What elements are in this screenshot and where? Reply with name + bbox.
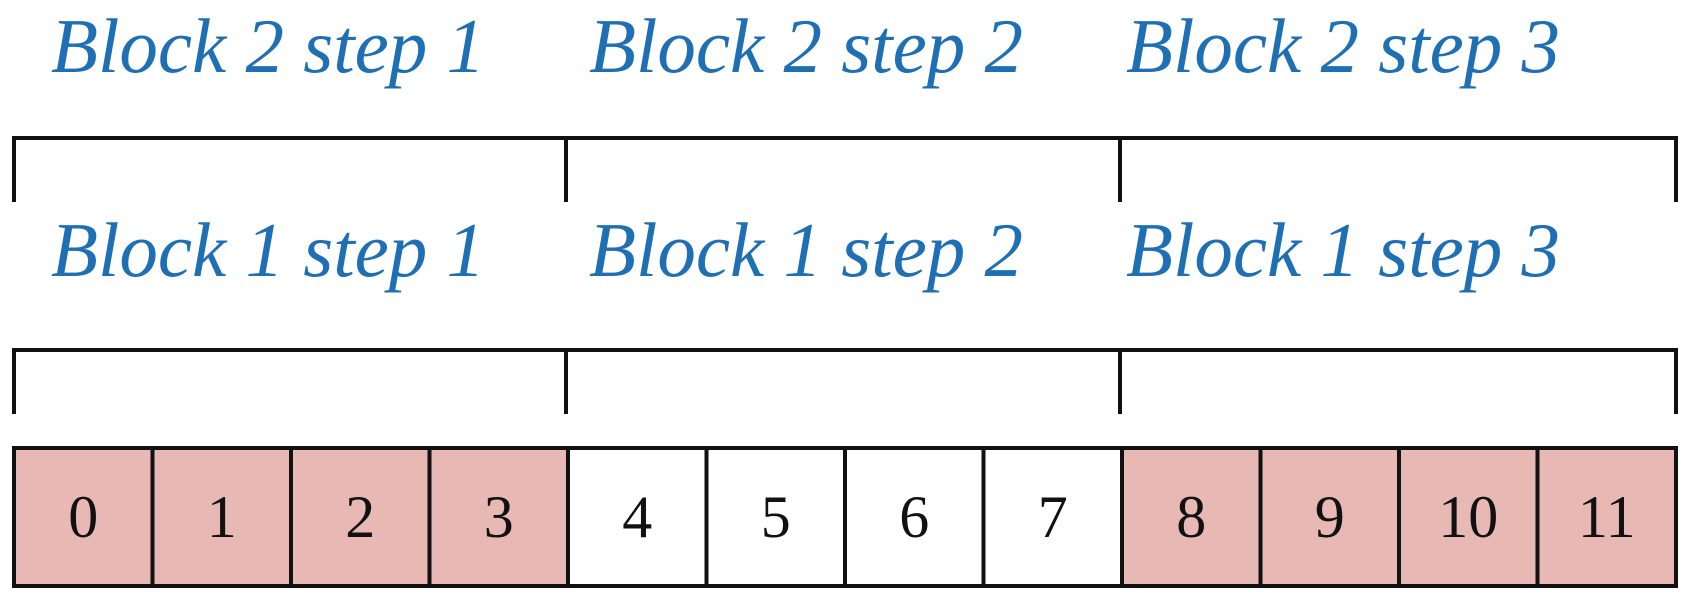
memory-cell-9 xyxy=(1258,446,1401,588)
memory-cell-label: 7 xyxy=(1038,484,1068,550)
memory-cell-4 xyxy=(566,446,709,588)
memory-cell-label: 2 xyxy=(345,484,375,550)
memory-cell-10 xyxy=(1397,446,1540,588)
block-1-step-2-label: Block 1 step 2 xyxy=(588,207,1024,293)
block-1-step-3-label: Block 1 step 3 xyxy=(1125,207,1561,293)
block-2-step-3-label: Block 2 step 3 xyxy=(1125,3,1561,89)
memory-cell-label: 1 xyxy=(207,484,237,550)
memory-cell-3 xyxy=(427,446,570,588)
memory-cell-8 xyxy=(1120,446,1263,588)
memory-cell-1 xyxy=(150,446,293,588)
block-2-step-2-label: Block 2 step 2 xyxy=(588,3,1024,89)
block-2-bracket xyxy=(12,136,1678,202)
memory-cell-label: 4 xyxy=(622,484,652,550)
memory-cell-label: 5 xyxy=(761,484,791,550)
memory-cell-label: 11 xyxy=(1578,484,1636,550)
memory-cell-label: 10 xyxy=(1438,484,1498,550)
memory-cell-label: 9 xyxy=(1315,484,1345,550)
memory-cell-7 xyxy=(981,446,1124,588)
block-2-step-1-label: Block 2 step 1 xyxy=(50,3,486,89)
memory-cell-label: 3 xyxy=(484,484,514,550)
memory-cell-label: 8 xyxy=(1176,484,1206,550)
memory-cell-label: 6 xyxy=(899,484,929,550)
memory-cell-5 xyxy=(704,446,847,588)
memory-cell-label: 0 xyxy=(68,484,98,550)
block-1-bracket xyxy=(12,348,1678,414)
memory-cell-0 xyxy=(12,446,155,588)
cell-row: 0 1 2 3 4 5 6 7 8 9 10 11 xyxy=(12,446,1678,588)
memory-cell-2 xyxy=(289,446,432,588)
block-1-step-1-label: Block 1 step 1 xyxy=(50,207,486,293)
memory-cell-11 xyxy=(1535,446,1678,588)
